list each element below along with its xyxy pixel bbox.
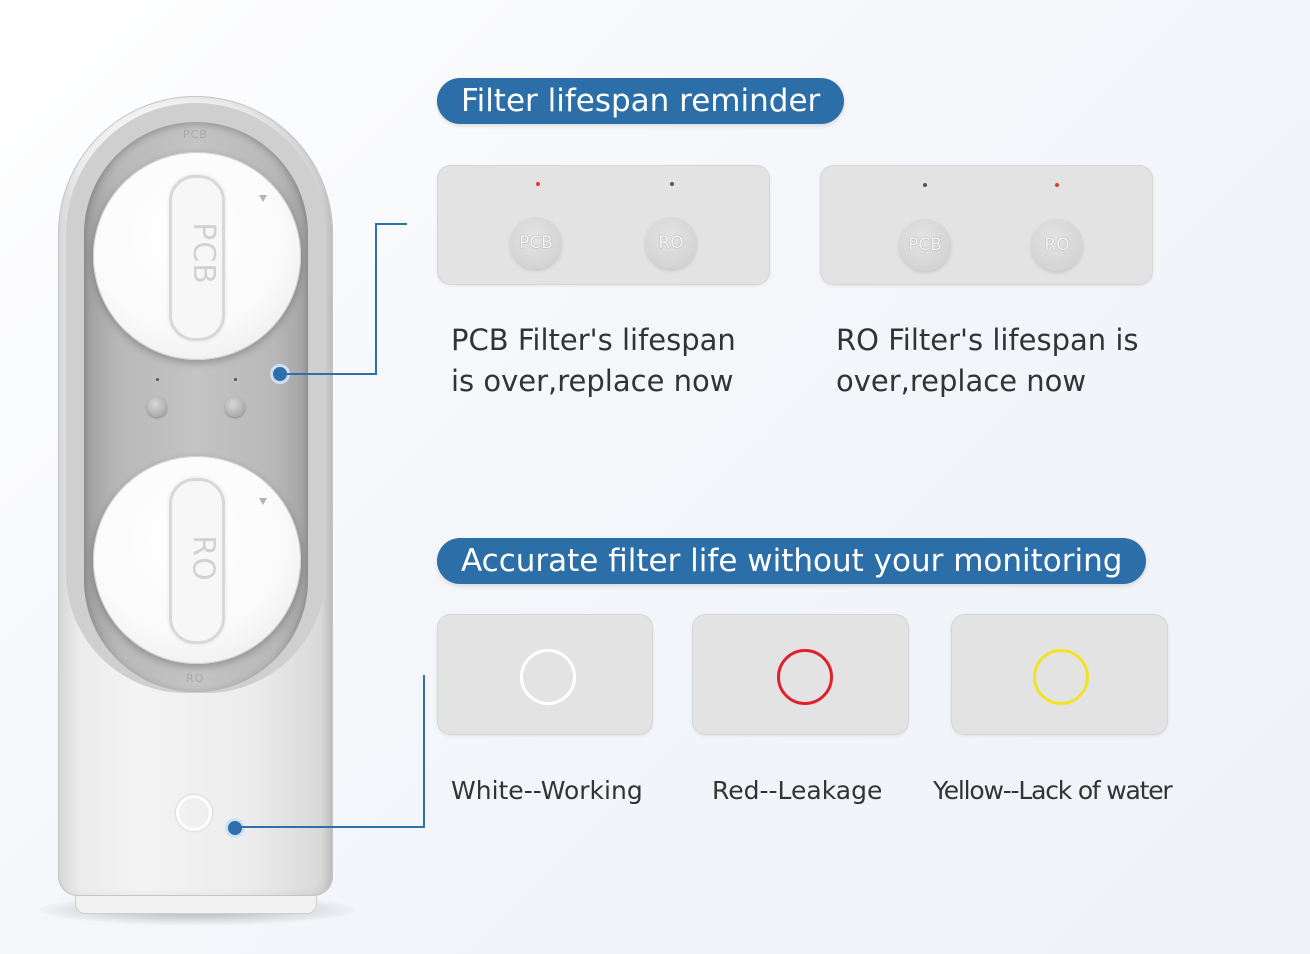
status-panel-yellow	[951, 614, 1168, 735]
legend-yellow-lack-of-water: Yellow--Lack of water	[933, 776, 1173, 805]
ro-knob-arrow-icon	[259, 498, 267, 505]
pcb-indicator-lit	[536, 182, 540, 186]
pcb-knob-arrow-icon	[259, 195, 267, 202]
callout-dot-ring	[225, 818, 245, 838]
device-button-pcb[interactable]	[147, 397, 167, 417]
legend-red-leakage: Red--Leakage	[712, 776, 883, 805]
heading-accurate-filter-life: Accurate filter life without your monito…	[437, 538, 1147, 584]
engrave-ro-label: RO	[186, 672, 205, 685]
ro-indicator-lit	[1055, 183, 1059, 187]
legend-white-working: White--Working	[451, 776, 643, 805]
caption-pcb-line2: is over,replace now	[451, 364, 734, 398]
caption-pcb-line1: PCB Filter's lifespan	[451, 323, 736, 357]
red-ring-icon	[777, 649, 833, 705]
ro-knob-label: RO	[185, 535, 221, 582]
ro-indicator-off	[670, 182, 674, 186]
callout-line-ring-h	[239, 826, 425, 828]
pcb-knob-grip	[169, 175, 225, 341]
device-led-pcb	[156, 378, 159, 381]
status-panel-red	[692, 614, 909, 735]
ro-knob-grip	[169, 478, 225, 644]
indicator-panel-pcb: PCB RO	[437, 165, 770, 285]
pcb-knob-label: PCB	[185, 222, 221, 285]
callout-line-leds-v	[375, 223, 377, 375]
caption-ro-line2: over,replace now	[836, 364, 1087, 398]
device-led-ro	[234, 378, 237, 381]
ro-button[interactable]: RO	[645, 217, 697, 269]
yellow-ring-icon	[1033, 649, 1089, 705]
callout-line-leds-top	[375, 223, 407, 225]
white-ring-icon	[520, 649, 576, 705]
caption-pcb: PCB Filter's lifespan is over,replace no…	[451, 320, 736, 402]
device-button-ro[interactable]	[225, 397, 245, 417]
caption-ro: RO Filter's lifespan is over,replace now	[836, 320, 1139, 402]
pcb-button[interactable]: PCB	[899, 219, 951, 271]
indicator-panel-ro: PCB RO	[820, 165, 1153, 285]
status-panel-white	[437, 614, 653, 735]
ro-button[interactable]: RO	[1031, 219, 1083, 271]
heading-filter-lifespan: Filter lifespan reminder	[437, 78, 845, 124]
pcb-button[interactable]: PCB	[510, 217, 562, 269]
pcb-indicator-off	[923, 183, 927, 187]
caption-ro-line1: RO Filter's lifespan is	[836, 323, 1139, 357]
callout-line-ring-v	[423, 675, 425, 828]
device-status-ring-icon	[176, 795, 212, 831]
engrave-pcb-label: PCB	[183, 128, 208, 141]
callout-line-leds-h	[284, 373, 377, 375]
